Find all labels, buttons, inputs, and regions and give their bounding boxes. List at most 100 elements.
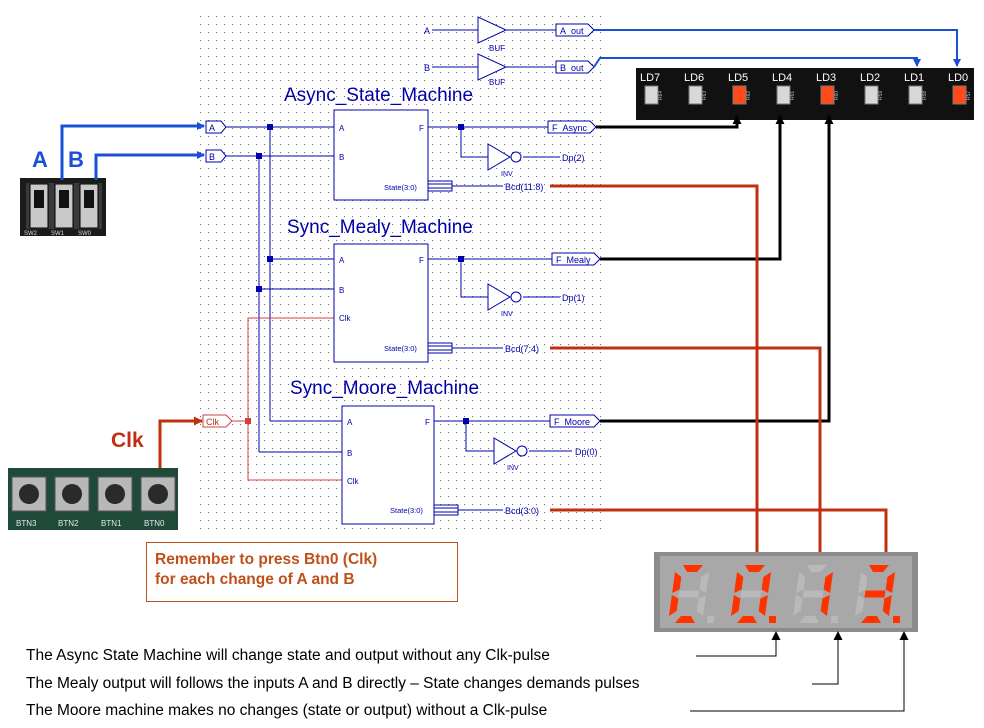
wire-bcd-3-0-to-display <box>550 508 891 561</box>
segment-c <box>696 595 706 616</box>
sync-mealy-machine: Sync_Mealy_Machine A B Clk F State(3:0) … <box>287 217 601 363</box>
async-inv: INV <box>501 171 513 178</box>
clk-junction <box>245 418 251 424</box>
switch-sw1[interactable] <box>54 183 74 229</box>
led-label: LD3 <box>816 72 836 84</box>
mealy-pin-a: A <box>339 256 345 265</box>
resistor-label: R61 <box>790 91 796 100</box>
mealy-pin-clk: Clk <box>339 314 352 323</box>
mealy-pin-f: F <box>419 256 424 265</box>
resistor-label: R58 <box>922 91 928 100</box>
port-a: A <box>205 120 227 134</box>
segment-d <box>737 616 757 623</box>
wire-sw0-to-b <box>94 151 205 180</box>
btn3-label: BTN3 <box>16 519 37 528</box>
segment-g <box>678 590 700 598</box>
async-f-out: F_Async <box>552 123 588 133</box>
btn2-label: BTN2 <box>58 519 79 528</box>
caption-async: The Async State Machine will change stat… <box>26 647 550 664</box>
async-pin-b: B <box>339 153 344 162</box>
wire-bcd-11-8-to-display <box>550 184 762 561</box>
button-btn1[interactable] <box>97 476 133 512</box>
resistor-label: R57 <box>966 91 972 100</box>
segment-a <box>683 565 703 572</box>
switch-board: SW2 SW1 SW0 <box>20 178 106 237</box>
reminder-line-2: for each change of A and B <box>155 571 355 588</box>
mealy-f-out: F_Mealy <box>556 255 591 265</box>
led-label: LD6 <box>684 72 704 84</box>
buffer-a-in: A <box>424 26 430 36</box>
caption-pointers <box>690 631 909 712</box>
input-clk-label: Clk <box>111 429 144 452</box>
segment-g <box>864 590 886 598</box>
async-title: Async_State_Machine <box>284 85 473 106</box>
buffer-b: B BUF B_out <box>424 53 595 87</box>
button-btn0[interactable] <box>140 476 176 512</box>
buffer-b-label: BUF <box>489 78 505 87</box>
resistor-label: R59 <box>878 91 884 100</box>
resistor-label: R62 <box>746 91 752 100</box>
wire-aout-to-ld0 <box>594 29 961 67</box>
port-clk-label: Clk <box>206 417 219 427</box>
resistor-label: R60 <box>834 91 840 100</box>
port-clk: Clk <box>202 414 233 428</box>
led-label: LD7 <box>640 72 660 84</box>
segment-c <box>882 595 892 616</box>
seven-segment-display <box>654 552 918 632</box>
buffer-b-out: B_out <box>560 63 584 73</box>
moore-dp: Dp(0) <box>575 447 598 457</box>
segment-f <box>672 572 682 593</box>
switch-sw0[interactable] <box>79 183 99 229</box>
wire-fasync-to-ld5 <box>596 115 742 129</box>
mealy-pin-b: B <box>339 286 344 295</box>
buffer-b-in: B <box>424 63 430 73</box>
segment-f <box>796 572 806 593</box>
resistor-label: R64 <box>658 91 664 100</box>
reminder-note: Remember to press Btn0 (Clk) for each ch… <box>146 542 458 602</box>
button-btn2[interactable] <box>54 476 90 512</box>
async-pin-a: A <box>339 124 345 133</box>
segment-f <box>734 572 744 593</box>
mealy-inv: INV <box>501 311 513 318</box>
port-a-label: A <box>209 123 215 133</box>
led-label: LD1 <box>904 72 924 84</box>
segment-c <box>820 595 830 616</box>
buffer-a-label: BUF <box>489 44 505 53</box>
moore-bcd: Bcd(3:0) <box>505 506 539 516</box>
led-strip: LD7R64LD6R63LD5R62LD4R61LD3R60LD2R59LD1R… <box>636 68 974 120</box>
wire-sw1-to-a <box>60 122 205 180</box>
segment-g <box>802 590 824 598</box>
sw1-label: SW1 <box>51 231 65 237</box>
wire-fmealy-to-ld4 <box>600 115 785 261</box>
segment-a <box>745 565 765 572</box>
button-btn3[interactable] <box>11 476 47 512</box>
mealy-pin-state: State(3:0) <box>384 344 417 353</box>
async-pin-f: F <box>419 124 424 133</box>
segment-e <box>792 595 803 616</box>
switch-sw2[interactable] <box>29 183 49 229</box>
caption-mealy: The Mealy output will follows the inputs… <box>26 675 640 692</box>
buffer-a: A BUF A_out <box>424 16 595 53</box>
segment-a <box>807 565 827 572</box>
moore-pin-a: A <box>347 418 353 427</box>
port-b: B <box>205 149 227 163</box>
segment-e <box>854 595 865 616</box>
resistor-label: R63 <box>702 91 708 100</box>
input-a-label: A <box>32 147 48 172</box>
sw0-label: SW0 <box>78 231 92 237</box>
segment-d <box>675 616 695 623</box>
display-dot <box>831 616 838 623</box>
segment-b <box>885 572 896 593</box>
btn0-label: BTN0 <box>144 519 165 528</box>
segment-f <box>858 572 868 593</box>
wire-bcd-7-4-to-display <box>550 346 825 561</box>
display-dot <box>707 616 714 623</box>
async-state-machine: Async_State_Machine A B F State(3:0) INV… <box>284 85 597 201</box>
segment-c <box>758 595 768 616</box>
